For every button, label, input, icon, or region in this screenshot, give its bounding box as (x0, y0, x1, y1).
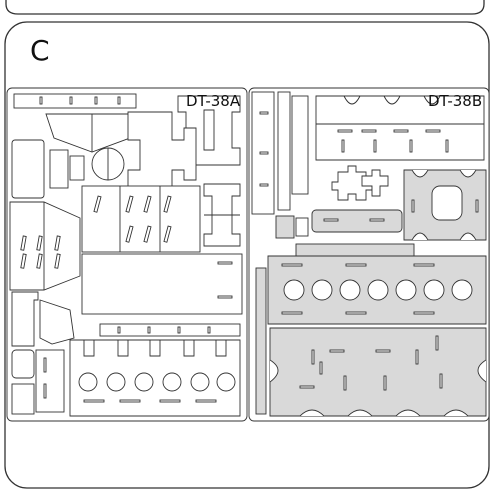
sheet-b-puzzle-pieces (331, 165, 389, 201)
sheet-b-top-panel (315, 95, 485, 161)
sheet-a (6, 87, 248, 422)
sheet-b-bottom-panel (269, 327, 487, 417)
sheet-a-strip-top (13, 93, 137, 109)
sheet-b-grey-bar (311, 209, 403, 233)
sheet-a-holed-panel (69, 339, 241, 417)
sheet-a-v-part (9, 201, 81, 291)
slot-group (39, 96, 121, 105)
sheet-a-holes (78, 372, 236, 392)
previous-panel-edge (5, 0, 485, 15)
sheet-a-flat-panel (81, 253, 243, 315)
sheet-b (248, 87, 490, 422)
sheet-a-thin-strip (99, 323, 241, 337)
sheet-a-slotted-panel (81, 185, 201, 253)
sheet-a-bracket-1 (11, 291, 39, 347)
sheet-a-block-1 (11, 139, 45, 199)
sheet-b-holes (283, 279, 473, 301)
panel-letter: C (30, 34, 50, 67)
sheet-a-label: DT-38A (186, 92, 241, 110)
sheet-a-hub-part (127, 111, 197, 197)
sheet-b-label: DT-38B (428, 92, 483, 110)
